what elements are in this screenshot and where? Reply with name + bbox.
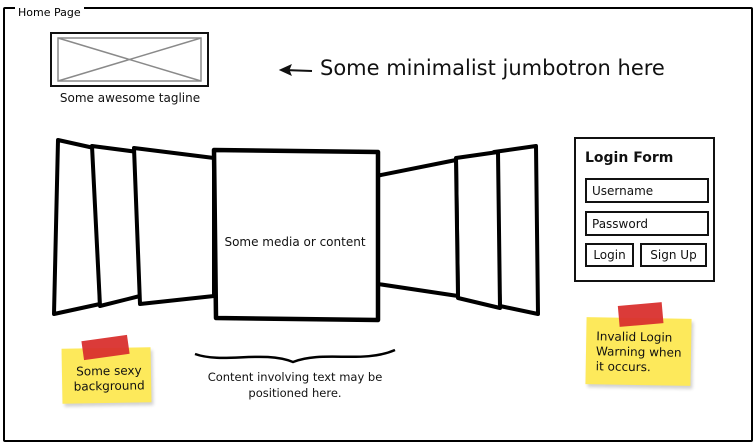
sticky-note-line: Some sexy: [76, 363, 142, 379]
sticky-note-text: Invalid Login Warning when it occurs.: [596, 329, 687, 376]
carousel-panel-right-1: [374, 158, 460, 298]
content-note-line2: positioned here.: [248, 386, 342, 400]
jumbotron-text: Some minimalist jumbotron here: [320, 56, 665, 80]
username-input[interactable]: [585, 178, 709, 203]
media-content-label: Some media or content: [224, 235, 366, 249]
carousel-panel-left-2: [90, 144, 142, 308]
signup-button[interactable]: Sign Up: [640, 243, 707, 267]
sticky-note-line: Warning when: [595, 344, 682, 360]
sticky-note-text: Some sexy background: [70, 363, 149, 394]
content-note-line1: Content involving text may be: [207, 370, 383, 384]
sticky-note-line: it occurs.: [595, 359, 651, 375]
carousel-panel-left-1: [132, 146, 216, 306]
password-input[interactable]: [585, 211, 709, 236]
logo-placeholder: [50, 32, 209, 87]
frame-title: Home Page: [15, 7, 84, 19]
carousel-panel-center: [211, 147, 381, 323]
image-placeholder-icon: [57, 37, 202, 82]
arrow-left-icon: [278, 64, 313, 76]
content-note: Content involving text may be positioned…: [196, 369, 394, 401]
curly-brace-icon: [194, 348, 396, 364]
login-button[interactable]: Login: [585, 243, 634, 267]
carousel-panel-right-2: [454, 150, 502, 310]
sticky-note-line: background: [73, 378, 145, 394]
sticky-note-background: Some sexy background: [61, 334, 152, 404]
tagline: Some awesome tagline: [59, 91, 201, 105]
page-frame: Home Page: [3, 7, 753, 442]
sticky-note-warning: Invalid Login Warning when it occurs.: [585, 302, 692, 386]
login-title: Login Form: [585, 150, 674, 166]
media-carousel[interactable]: [48, 136, 548, 326]
tape: [617, 302, 664, 327]
sticky-note-line: Invalid Login: [596, 329, 673, 345]
login-form: Login Form Login Sign Up: [574, 137, 715, 282]
